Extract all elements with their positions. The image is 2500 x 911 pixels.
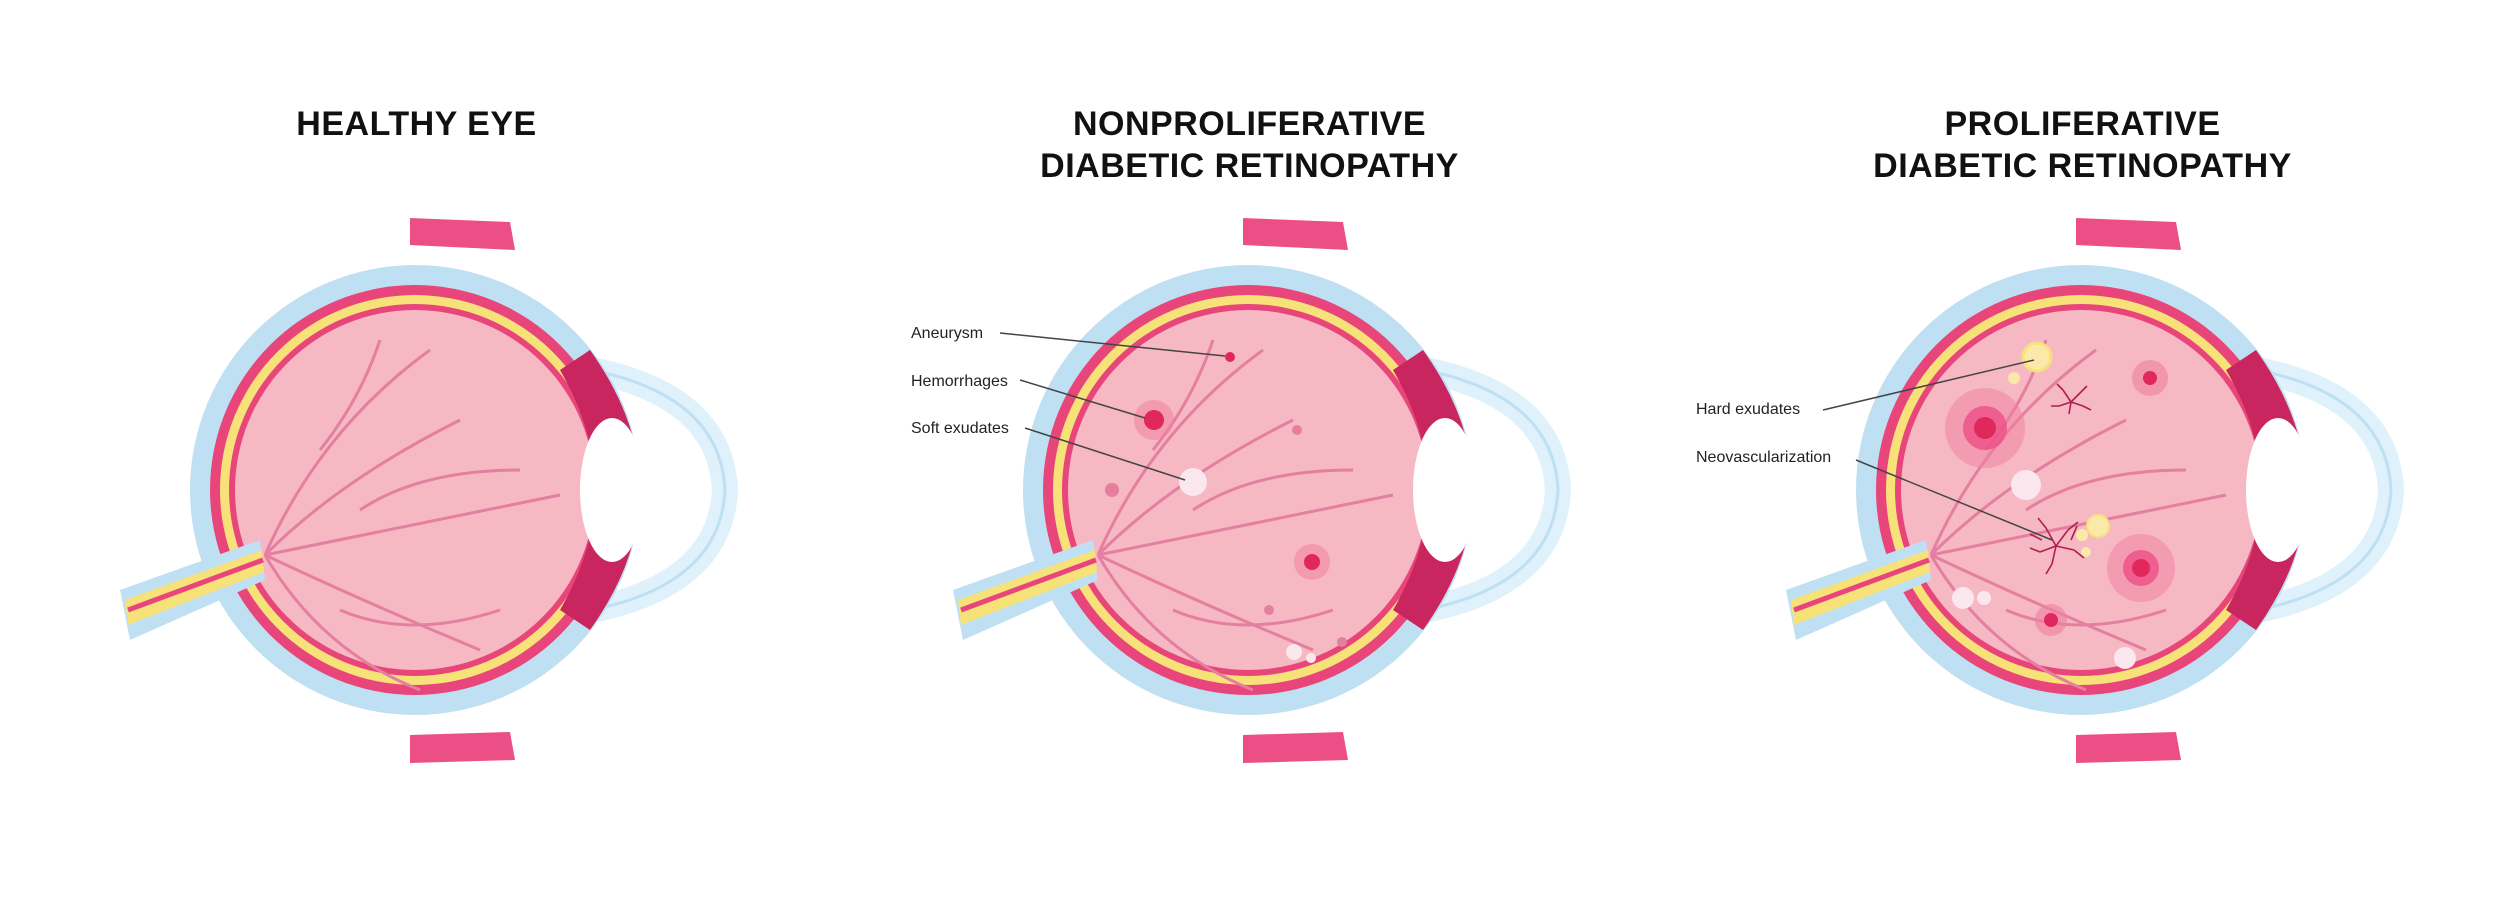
hemorrhage <box>2132 559 2150 577</box>
muscle-top <box>1243 218 1348 250</box>
label-hard-exudates: Hard exudates <box>1696 401 1800 418</box>
title-line: DIABETIC RETINOPATHY <box>1873 147 2292 185</box>
title-line: HEALTHY EYE <box>296 105 537 143</box>
retinal-vessels <box>1096 339 1394 692</box>
aneurysm <box>1337 637 1347 647</box>
leader-line <box>1024 427 1186 481</box>
muscle-bottom <box>410 732 515 763</box>
muscle-top <box>2076 218 2181 250</box>
title-line: NONPROLIFERATIVE <box>1072 105 1427 143</box>
optic-vessel <box>960 557 1097 613</box>
leader-line <box>999 332 1226 357</box>
neovascularization-cluster <box>2051 383 2092 415</box>
hemorrhage <box>2143 371 2157 385</box>
label-neovascularization: Neovascularization <box>1696 449 1831 466</box>
lens <box>580 418 644 562</box>
label-aneurysm: Aneurysm <box>911 325 983 342</box>
panel-healthy: HEALTHY EYE <box>0 0 833 911</box>
soft-exudate <box>2114 647 2136 669</box>
panel-title: NONPROLIFERATIVE DIABETIC RETINOPATHY <box>833 103 1666 187</box>
muscle-bottom <box>1243 732 1348 763</box>
hard-exudate <box>2021 341 2053 373</box>
muscle-bottom <box>2076 732 2181 763</box>
hemorrhage <box>1144 410 1164 430</box>
hard-exudate <box>2086 514 2110 538</box>
soft-exudate <box>1179 468 1207 496</box>
eye-diagram: Hard exudates Neovascularization <box>1696 218 2405 763</box>
leader-line <box>1855 459 2053 541</box>
hemorrhage <box>1974 417 1996 439</box>
soft-exudate <box>1306 653 1316 663</box>
aneurysm <box>1264 605 1274 615</box>
eye-diagram: Aneurysm Hemorrhages Soft exudates <box>911 218 1572 763</box>
soft-exudate <box>2011 470 2041 500</box>
hemorrhage <box>1304 554 1320 570</box>
hard-exudate <box>2081 547 2091 557</box>
optic-vessel <box>127 557 264 613</box>
retinal-vessels <box>263 339 561 692</box>
hard-exudate <box>2008 372 2020 384</box>
soft-exudate <box>1286 644 1302 660</box>
panel-nonproliferative: NONPROLIFERATIVE DIABETIC RETINOPATHY <box>833 0 1666 911</box>
lens <box>2246 418 2310 562</box>
title-line: DIABETIC RETINOPATHY <box>1040 147 1459 185</box>
panel-title: HEALTHY EYE <box>0 103 833 145</box>
aneurysm <box>1105 483 1119 497</box>
leader-line <box>1822 359 2035 411</box>
aneurysm <box>1225 352 1235 362</box>
hard-exudate <box>2076 529 2088 541</box>
vitreous <box>235 310 595 670</box>
vitreous <box>1901 310 2261 670</box>
soft-exudate <box>1952 587 1974 609</box>
panel-title: PROLIFERATIVE DIABETIC RETINOPATHY <box>1666 103 2499 187</box>
title-line: PROLIFERATIVE <box>1944 105 2221 143</box>
muscle-top <box>410 218 515 250</box>
leader-line <box>1019 379 1146 419</box>
label-soft-exudates: Soft exudates <box>911 420 1009 437</box>
optic-vessel <box>1793 557 1930 613</box>
neovascularization-cluster <box>2029 517 2085 575</box>
hemorrhage <box>2044 613 2058 627</box>
cornea-edge <box>559 363 727 617</box>
cornea-edge <box>2225 363 2393 617</box>
panel-proliferative: PROLIFERATIVE DIABETIC RETINOPATHY <box>1666 0 2499 911</box>
aneurysm <box>1292 425 1302 435</box>
cornea-edge <box>1392 363 1560 617</box>
vitreous <box>1068 310 1428 670</box>
lens <box>1413 418 1477 562</box>
label-hemorrhages: Hemorrhages <box>911 373 1008 390</box>
eye-diagram <box>120 218 739 763</box>
soft-exudate <box>1977 591 1991 605</box>
